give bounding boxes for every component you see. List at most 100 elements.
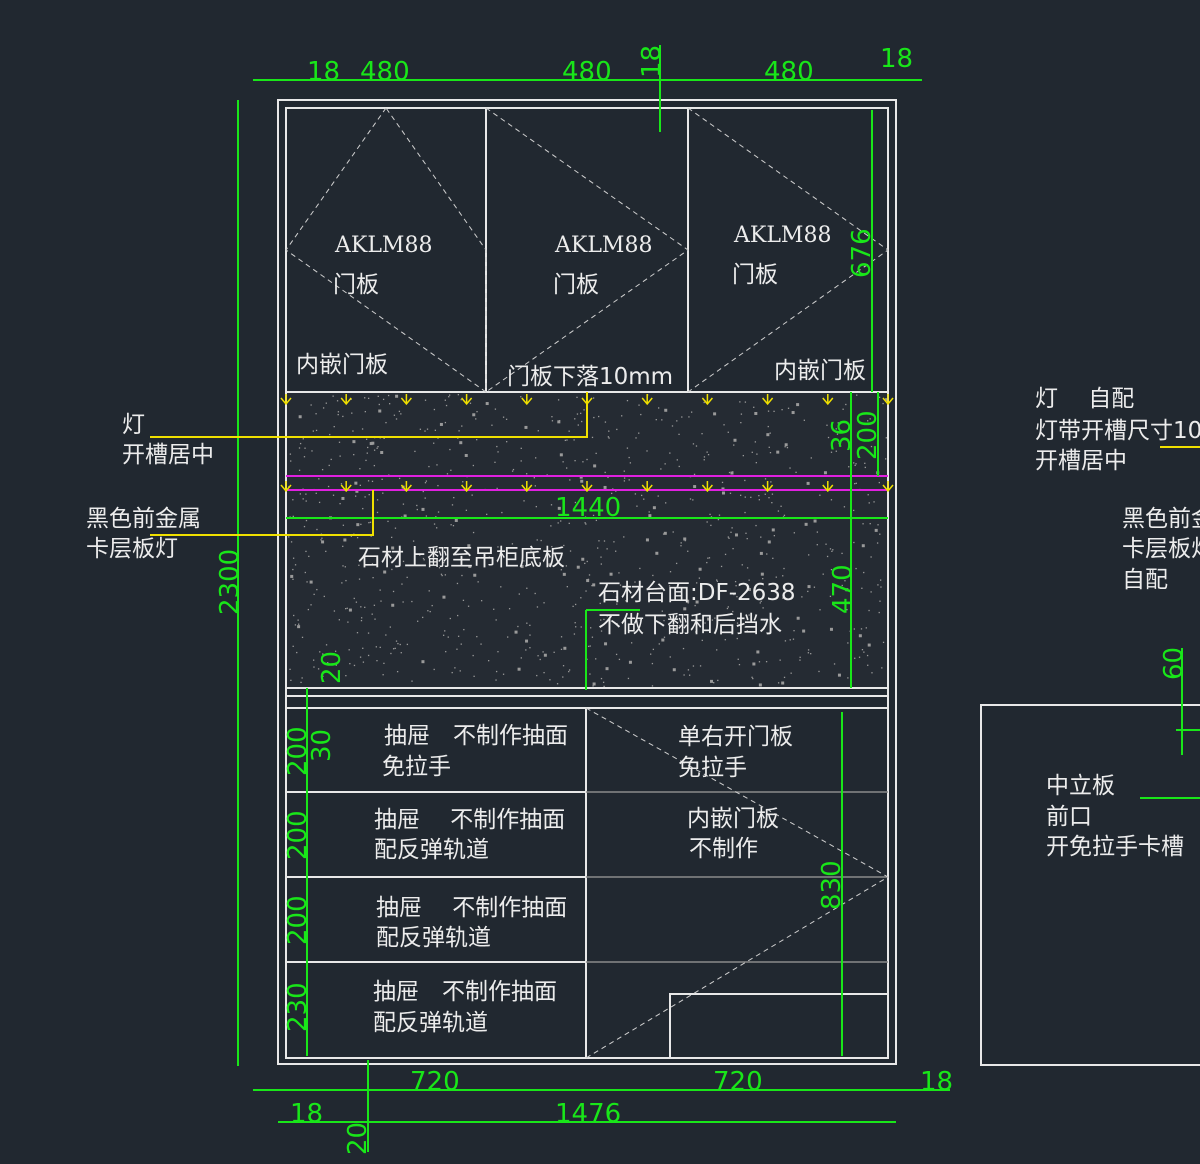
stone-speckle: [313, 593, 315, 596]
stone-speckle: [392, 590, 395, 593]
stone-speckle: [290, 460, 292, 462]
stone-speckle: [298, 623, 300, 625]
stone-speckle: [753, 406, 755, 408]
stone-speckle: [595, 658, 597, 660]
stone-speckle: [625, 600, 627, 602]
leader-light: [150, 392, 588, 438]
stone-speckle: [664, 463, 666, 465]
stone-speckle: [342, 565, 344, 567]
stone-speckle: [839, 445, 842, 447]
stone-speckle: [662, 533, 665, 535]
stone-speckle: [464, 453, 468, 457]
stone-speckle: [782, 575, 784, 577]
stone-speckle: [867, 664, 869, 666]
stone-speckle: [467, 605, 470, 607]
stone-speckle: [829, 595, 832, 598]
stone-speckle: [598, 415, 600, 418]
stone-speckle: [365, 438, 368, 440]
stone-speckle: [645, 538, 649, 542]
stone-speckle: [560, 569, 562, 571]
note-light: 开槽居中: [122, 442, 214, 468]
stone-speckle: [475, 418, 477, 420]
stone-speckle: [388, 403, 391, 405]
stone-speckle: [557, 399, 560, 401]
door-label: 门板: [553, 272, 599, 298]
stone-speckle: [496, 445, 498, 448]
stone-speckle: [710, 524, 712, 527]
stone-speckle: [289, 668, 291, 671]
stone-speckle: [298, 415, 302, 419]
stone-speckle: [695, 445, 698, 447]
stone-speckle: [660, 468, 662, 470]
stone-speckle: [773, 535, 775, 537]
stone-speckle: [338, 441, 341, 443]
stone-speckle: [491, 424, 493, 426]
stone-speckle: [658, 643, 660, 645]
stone-speckle: [589, 673, 591, 675]
stone-speckle: [315, 492, 317, 494]
stone-speckle: [727, 536, 729, 538]
stone-speckle: [400, 413, 402, 415]
stone-speckle: [727, 606, 729, 608]
stone-speckle: [398, 477, 401, 480]
stone-speckle: [833, 663, 836, 665]
stone-speckle: [548, 553, 550, 555]
stone-speckle: [576, 565, 580, 569]
stone-speckle: [600, 630, 603, 632]
stone-speckle: [391, 603, 395, 607]
stone-speckle: [663, 636, 666, 638]
stone-speckle: [511, 470, 514, 472]
stone-speckle: [380, 451, 384, 455]
stone-speckle: [302, 498, 304, 500]
stone-speckle: [512, 468, 515, 471]
stone-speckle: [683, 674, 685, 676]
stone-speckle: [460, 643, 462, 645]
stone-speckle: [303, 456, 306, 458]
stone-speckle: [707, 617, 711, 621]
stone-speckle: [616, 622, 618, 625]
side-note-light: 开槽居中: [1035, 448, 1127, 474]
stone-speckle: [340, 483, 343, 485]
stone-speckle: [367, 446, 369, 449]
stone-speckle: [853, 462, 855, 464]
stone-speckle: [467, 544, 471, 548]
stone-speckle: [378, 403, 380, 406]
stone-speckle: [417, 620, 419, 622]
stone-speckle: [619, 584, 622, 586]
stone-speckle: [777, 510, 780, 512]
stone-speckle: [387, 520, 389, 523]
stone-speckle: [876, 542, 879, 544]
stone-speckle: [358, 564, 360, 566]
stone-speckle: [379, 589, 381, 591]
stone-speckle: [652, 506, 656, 510]
stone-speckle: [361, 617, 363, 619]
dim-total-height: 2300: [215, 549, 245, 615]
stone-speckle: [456, 648, 458, 650]
stone-speckle: [568, 522, 570, 525]
stone-speckle: [754, 441, 757, 443]
stone-speckle: [676, 459, 678, 461]
stone-speckle: [318, 478, 320, 480]
dim-top-18: 18: [637, 45, 667, 78]
side-note-light: 灯 自配: [1035, 386, 1134, 412]
stone-speckle: [736, 637, 738, 640]
stone-speckle: [720, 565, 723, 568]
note-inset-door-left: 内嵌门板: [296, 352, 388, 378]
stone-speckle: [451, 504, 454, 506]
stone-speckle: [675, 562, 678, 565]
stone-speckle: [762, 607, 764, 609]
stone-speckle: [690, 411, 693, 413]
stone-speckle: [321, 537, 323, 539]
stone-speckle: [727, 431, 729, 433]
stone-speckle: [783, 514, 786, 516]
stone-speckle: [574, 418, 576, 420]
stone-speckle: [630, 642, 633, 644]
stone-speckle: [421, 507, 425, 511]
stone-speckle: [562, 676, 564, 678]
stone-speckle: [508, 608, 511, 610]
stone-speckle: [333, 610, 336, 612]
stone-speckle: [309, 580, 313, 584]
stone-speckle: [356, 632, 359, 634]
stone-speckle: [818, 670, 820, 673]
right-door-note: 不制作: [689, 836, 758, 862]
